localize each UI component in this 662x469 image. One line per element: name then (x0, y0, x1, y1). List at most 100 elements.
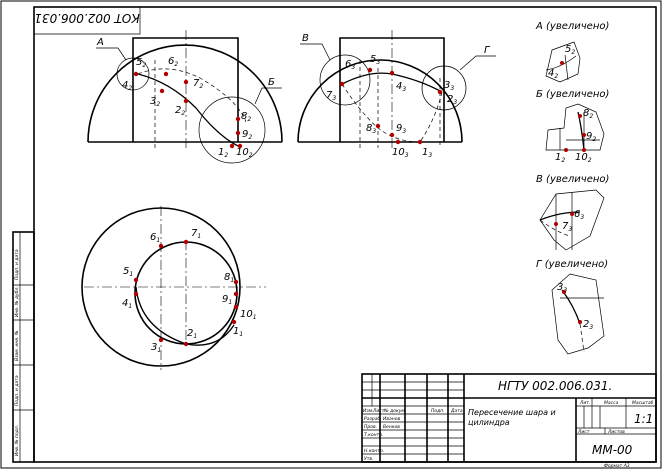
svg-text:42: 42 (548, 68, 558, 80)
point-label: 33 (557, 282, 567, 294)
point-label: 32 (150, 96, 160, 108)
side-strip-label-1: Инв. № дубл. (14, 286, 20, 317)
role-label: Н.контр. (364, 448, 384, 454)
callout-b-label: Б (268, 77, 275, 88)
intersection-curve-left (137, 73, 239, 147)
svg-text:93: 93 (396, 123, 406, 135)
svg-text:13: 13 (422, 147, 432, 159)
svg-text:72: 72 (193, 78, 203, 90)
point-label: 73 (562, 221, 572, 233)
callout-v-label: В (302, 33, 309, 44)
drawing-name-line2: цилиндра (468, 418, 510, 427)
detail-g-title: Г (увеличено) (536, 259, 608, 270)
svg-text:102: 102 (236, 147, 253, 159)
svg-text:62: 62 (168, 56, 178, 68)
svg-text:33: 33 (557, 282, 567, 294)
callout-circle-a (116, 57, 150, 91)
header-col: Подп. (431, 408, 445, 414)
svg-text:11: 11 (233, 326, 243, 338)
side-strip-label-2: Взам. инв. № (14, 330, 20, 361)
svg-text:73: 73 (562, 221, 572, 233)
role-label: Т.контр. (364, 432, 384, 438)
callout-circle-v (319, 54, 371, 106)
top-view: 61 71 51 81 41 91 101 11 21 31 (81, 206, 266, 370)
svg-text:81: 81 (224, 272, 234, 284)
point-label: 33 (444, 80, 454, 92)
header-col: Лист (372, 408, 385, 414)
svg-text:52: 52 (136, 57, 146, 69)
point-label: 71 (191, 228, 201, 240)
svg-text:92: 92 (242, 129, 252, 141)
point-label: 72 (193, 78, 203, 90)
svg-text:23: 23 (583, 319, 593, 331)
header-col: Изм. (363, 408, 374, 414)
point-label: 92 (586, 131, 596, 143)
point-label: 93 (396, 123, 406, 135)
point-label: 11 (233, 326, 243, 338)
detail-v: В (увеличено) 63 73 (536, 174, 609, 251)
hidden-curve-left (137, 68, 247, 123)
svg-text:52: 52 (565, 44, 575, 56)
drawing-name-line1: Пересечение шара и (468, 408, 556, 417)
svg-text:41: 41 (122, 298, 132, 310)
point-label: 83 (366, 123, 376, 135)
svg-text:82: 82 (583, 108, 593, 120)
svg-text:71: 71 (191, 228, 201, 240)
group-code: ММ-00 (592, 443, 633, 457)
point-label: 42 (548, 68, 558, 80)
point-label: 82 (241, 111, 251, 123)
point-label: 23 (447, 94, 457, 106)
point-label: 52 (565, 44, 575, 56)
role-label: Пров. (364, 424, 377, 430)
svg-text:61: 61 (150, 232, 160, 244)
side-strip-label-0: Подп. и дата (14, 249, 20, 280)
callout-circle-b (198, 96, 266, 164)
mass-label: Масса (604, 400, 619, 406)
svg-text:12: 12 (218, 147, 228, 159)
role-label: Утв. (364, 456, 373, 462)
point-label: 12 (555, 152, 565, 164)
front-view-right: В Г 63 53 73 43 33 23 83 93 103 13 (297, 30, 496, 159)
point-label: 102 (575, 152, 592, 164)
point-label: 42 (122, 80, 132, 92)
header-col: № докум. (383, 408, 406, 414)
point-label: 52 (136, 57, 146, 69)
svg-text:31: 31 (151, 342, 161, 354)
detail-b-title: Б (увеличено) (536, 89, 609, 100)
role-label: Разраб. (364, 416, 382, 422)
point-label: 53 (370, 54, 380, 66)
detail-v-title: В (увеличено) (536, 174, 609, 185)
point-label: 81 (224, 272, 234, 284)
svg-text:102: 102 (575, 152, 592, 164)
format-label: Формат А3 (604, 463, 630, 469)
point-label: 41 (122, 298, 132, 310)
svg-text:91: 91 (222, 294, 232, 306)
point-label: 43 (396, 81, 406, 93)
point-label: 23 (583, 319, 593, 331)
svg-text:82: 82 (241, 111, 251, 123)
point-label: 63 (574, 209, 584, 221)
svg-text:73: 73 (326, 90, 336, 102)
title-block: НГТУ 002.006.031. Пересечение шара и цил… (361, 373, 657, 463)
svg-text:42: 42 (122, 80, 132, 92)
svg-text:63: 63 (345, 59, 355, 71)
point-label: 12 (218, 147, 228, 159)
scale-label: Масштаб (632, 400, 654, 406)
svg-text:63: 63 (574, 209, 584, 221)
svg-text:22: 22 (175, 105, 185, 117)
lit-label: Лит. (579, 400, 590, 406)
point-label: 102 (236, 147, 253, 159)
side-strip-label-4: Инв. № подл. (14, 425, 20, 456)
point-label: 82 (583, 108, 593, 120)
detail-a: А (увеличено) 52 42 (535, 21, 609, 83)
svg-text:92: 92 (586, 131, 596, 143)
person-name: Иванов (383, 416, 400, 422)
detail-a-title: А (увеличено) (535, 21, 609, 32)
callout-circle-g (421, 65, 467, 111)
svg-text:43: 43 (396, 81, 406, 93)
svg-text:21: 21 (187, 328, 197, 340)
hidden-curve-right-2 (419, 91, 443, 143)
front-view-left: А Б 52 62 42 72 32 22 82 92 12 102 (87, 30, 283, 164)
point-label: 91 (222, 294, 232, 306)
person-name: Венков (383, 424, 400, 430)
